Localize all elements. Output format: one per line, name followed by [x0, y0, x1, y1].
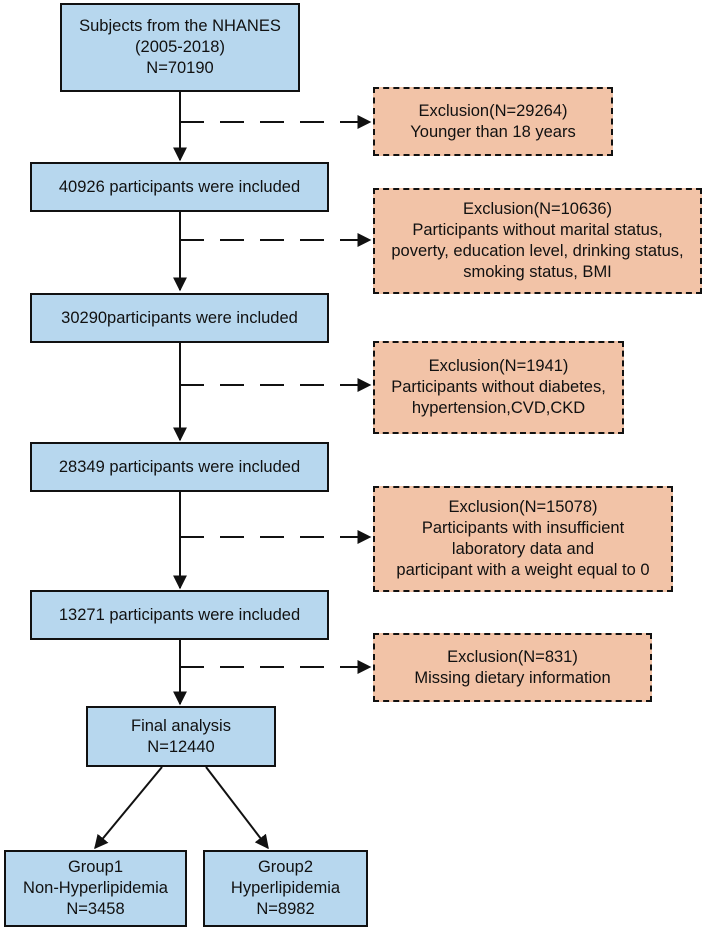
- final-analysis-box: Final analysis N=12440: [86, 706, 276, 767]
- group-label: Non-Hyperlipidemia: [23, 879, 168, 897]
- group-label: Hyperlipidemia: [230, 879, 341, 897]
- step-label: 28349 participants were included: [58, 457, 301, 476]
- exclusion-reason: Missing dietary information: [414, 668, 611, 687]
- final-count: N=12440: [147, 737, 215, 756]
- exclusion-reason: Younger than 18 years: [410, 122, 576, 141]
- step-box-1: 40926 participants were included: [30, 162, 329, 212]
- step-label: 13271 participants were included: [58, 605, 301, 624]
- exclusion-reason: poverty, education level, drinking statu…: [391, 242, 684, 260]
- exclusion-reason: laboratory data and: [451, 540, 595, 558]
- exclusion-reason: Participants without diabetes,: [391, 378, 606, 396]
- group-count: N=8982: [256, 900, 315, 918]
- step-box-4: 13271 participants were included: [30, 590, 329, 640]
- arrow-final-to-group2: [205, 766, 269, 850]
- exclusion-box-3: Exclusion(N=1941) Participants without d…: [373, 341, 624, 434]
- arrow-final-to-group1: [94, 766, 163, 850]
- step-label: 30290participants were included: [61, 308, 298, 327]
- exclusion-reason: smoking status, BMI: [463, 263, 612, 281]
- exclusion-count: Exclusion(N=29264): [418, 101, 568, 120]
- final-title: Final analysis: [131, 716, 231, 735]
- exclusion-reason: Participants with insufficient: [421, 519, 625, 537]
- exclusion-count: Exclusion(N=831): [447, 647, 578, 666]
- group-name: Group1: [67, 858, 124, 876]
- exclusion-reason: hypertension,CVD,CKD: [411, 399, 586, 417]
- exclusion-box-4: Exclusion(N=15078) Participants with ins…: [373, 486, 673, 592]
- step-box-3: 28349 participants were included: [30, 442, 329, 492]
- exclusion-box-2: Exclusion(N=10636) Participants without …: [373, 188, 702, 294]
- start-box: Subjects from the NHANES (2005-2018) N=7…: [60, 3, 300, 92]
- group2-box: Group2 Hyperlipidemia N=8982: [203, 850, 368, 927]
- exclusion-reason: participant with a weight equal to 0: [396, 561, 650, 579]
- exclusion-count: Exclusion(N=15078): [448, 498, 598, 516]
- group1-box: Group1 Non-Hyperlipidemia N=3458: [4, 850, 187, 927]
- start-title: Subjects from the NHANES: [79, 17, 281, 35]
- exclusion-box-5: Exclusion(N=831) Missing dietary informa…: [373, 633, 652, 702]
- exclusion-box-1: Exclusion(N=29264) Younger than 18 years: [373, 87, 613, 156]
- group-name: Group2: [257, 858, 314, 876]
- start-count: N=70190: [146, 59, 214, 77]
- step-box-2: 30290participants were included: [30, 293, 329, 343]
- start-years: (2005-2018): [135, 38, 225, 56]
- exclusion-reason: Participants without marital status,: [412, 221, 663, 239]
- step-label: 40926 participants were included: [58, 177, 301, 196]
- group-count: N=3458: [66, 900, 125, 918]
- exclusion-count: Exclusion(N=10636): [462, 200, 613, 218]
- exclusion-count: Exclusion(N=1941): [428, 357, 569, 375]
